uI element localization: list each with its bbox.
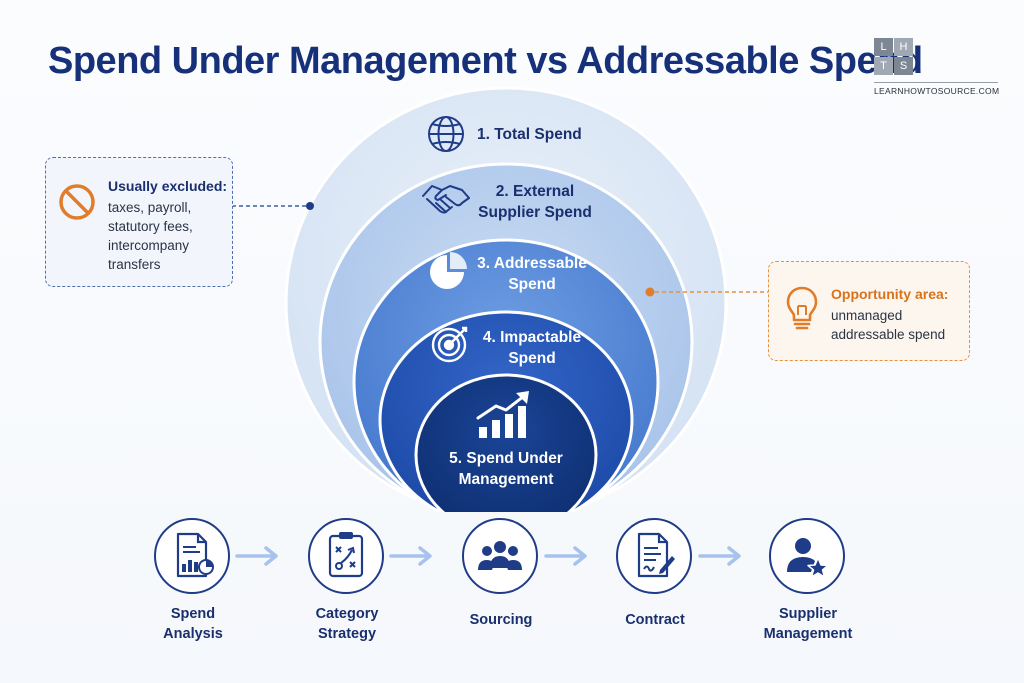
excluded-connector: [232, 202, 314, 210]
opportunity-connector: [645, 287, 768, 297]
layer-3-label: 3. Addressable Spend: [477, 255, 587, 293]
logo-letter-l: L: [874, 38, 893, 56]
step-circle: [616, 518, 692, 594]
logo-divider: [874, 82, 998, 83]
logo-letter-s: S: [894, 57, 913, 75]
arrow-1: [235, 546, 278, 566]
process-step-spend-analysis: Spend Analysis: [128, 518, 258, 648]
step-label: Sourcing: [469, 612, 533, 628]
clipboard-strategy-icon: [328, 532, 364, 578]
step-circle: [769, 518, 845, 594]
step-label: Contract: [625, 612, 685, 628]
target-icon: [431, 326, 468, 363]
excluded-callout: Usually excluded: taxes, payroll, statut…: [45, 157, 233, 287]
step-label: Supplier Management: [763, 606, 853, 642]
arrow-4: [698, 546, 741, 566]
opportunity-body: unmanaged addressable spend: [831, 308, 946, 342]
opportunity-title: Opportunity area:: [831, 286, 949, 302]
step-circle: [154, 518, 230, 594]
logo-letter-h: H: [894, 38, 913, 56]
process-step-category-strategy: Category Strategy: [282, 518, 412, 648]
process-step-supplier-management: Supplier Management: [743, 518, 873, 648]
process-arrows: [235, 546, 741, 566]
logo-url: LEARNHOWTOSOURCE.COM: [874, 86, 1000, 96]
growth-chart-icon: [476, 391, 529, 438]
process-step-contract: Contract: [590, 518, 720, 648]
lightbulb-icon: [786, 286, 818, 330]
step-label: Spend Analysis: [163, 606, 223, 642]
globe-icon: [428, 116, 464, 152]
page-title: Spend Under Management vs Addressable Sp…: [48, 40, 923, 82]
logo-letter-t: T: [874, 57, 893, 75]
layer-5-label: 5. Spend Under Management: [449, 450, 563, 488]
layer-1-label: 1. Total Spend: [477, 126, 582, 143]
layer-4-label: 4. Impactable Spend: [482, 329, 582, 367]
pie-chart-icon: [430, 252, 467, 289]
process-step-sourcing: Sourcing: [436, 518, 566, 648]
logo-mark: L H T S: [874, 38, 914, 76]
contract-icon: [637, 532, 675, 578]
step-circle: [308, 518, 384, 594]
excluded-body: taxes, payroll, statutory fees, intercom…: [108, 200, 193, 272]
excluded-title: Usually excluded:: [108, 178, 228, 194]
step-circle: [462, 518, 538, 594]
arrow-2: [389, 546, 432, 566]
team-icon: [478, 541, 522, 570]
step-label: Category Strategy: [315, 606, 379, 642]
layer-2-label: 2. External Supplier Spend: [478, 183, 592, 221]
report-icon: [176, 532, 214, 578]
prohibited-icon: [59, 184, 95, 220]
opportunity-callout: Opportunity area: unmanaged addressable …: [768, 261, 970, 361]
arrow-3: [544, 546, 587, 566]
brand-logo: L H T S LEARNHOWTOSOURCE.COM: [874, 38, 1000, 100]
layer-spend-under-management: [414, 373, 598, 513]
supplier-star-icon: [787, 538, 829, 578]
handshake-icon: [422, 185, 470, 214]
